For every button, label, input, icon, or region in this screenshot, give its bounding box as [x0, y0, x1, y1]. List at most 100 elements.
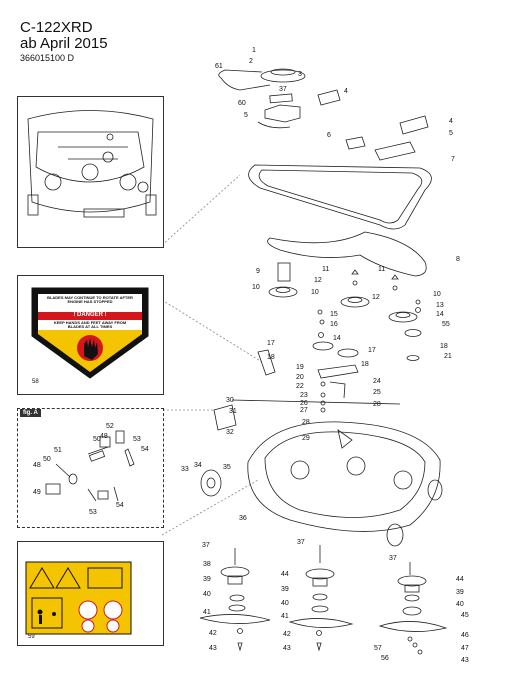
part-callout: 40: [456, 601, 464, 608]
decal-danger-text: ! DANGER !: [73, 312, 107, 318]
part-callout: 46: [461, 632, 469, 639]
part-callout: 23: [300, 392, 308, 399]
document-number: 366015100 D: [20, 53, 75, 63]
part-callout: 14: [333, 335, 341, 342]
part-callout: 18: [267, 354, 275, 361]
part-callout: 13: [436, 302, 444, 309]
part-callout: 39: [456, 589, 464, 596]
part-callout: 18: [440, 343, 448, 350]
pictogram-decal-inset: 59: [17, 541, 164, 646]
danger-sign-shape: [31, 287, 149, 379]
part-callout: 11: [322, 266, 330, 273]
part-callout: 55: [442, 321, 450, 328]
part-callout: 28: [302, 419, 310, 426]
part-callout: 52: [106, 423, 114, 430]
part-callout: 61: [215, 63, 223, 70]
part-callout: 20: [296, 374, 304, 381]
decal-58-ref: 58: [32, 379, 39, 385]
part-callout: 37: [297, 539, 305, 546]
part-callout: 15: [330, 311, 338, 318]
part-callout: 51: [54, 447, 62, 454]
part-callout: 53: [89, 509, 97, 516]
part-callout: 19: [296, 364, 304, 371]
part-callout: 12: [314, 277, 322, 284]
part-callout: 30: [226, 397, 234, 404]
part-callout: 57: [374, 645, 382, 652]
part-callout: 54: [116, 502, 124, 509]
part-callout: 33: [181, 466, 189, 473]
part-callout: 29: [302, 435, 310, 442]
part-callout: 43: [209, 645, 217, 652]
part-callout: 6: [327, 132, 331, 139]
part-callout: 12: [372, 294, 380, 301]
part-callout: 37: [389, 555, 397, 562]
part-callout: 39: [281, 586, 289, 593]
deck-underside-inset: [17, 96, 164, 248]
part-callout: 10: [252, 284, 260, 291]
part-callout: 28: [373, 401, 381, 408]
part-callout: 49: [33, 489, 41, 496]
part-callout: 3: [298, 71, 302, 78]
decal-warning-text: BLADES MAY CONTINUE TO ROTATE AFTER ENGI…: [47, 295, 133, 304]
part-callout: 56: [381, 655, 389, 662]
fig-a-inset: fig. A: [17, 408, 164, 528]
part-callout: 27: [300, 407, 308, 414]
part-callout: 50: [93, 436, 101, 443]
part-callout: 34: [194, 462, 202, 469]
fig-a-tag: fig. A: [20, 409, 41, 417]
danger-decal-inset: BLADES MAY CONTINUE TO ROTATE AFTER ENGI…: [17, 275, 164, 395]
part-callout: 32: [226, 429, 234, 436]
part-callout: 22: [296, 383, 304, 390]
part-callout: 21: [444, 353, 452, 360]
danger-sign: BLADES MAY CONTINUE TO ROTATE AFTER ENGI…: [28, 284, 152, 380]
part-callout: 11: [378, 266, 386, 273]
part-callout: 39: [203, 576, 211, 583]
part-callout: 60: [238, 100, 246, 107]
date-subtitle: ab April 2015: [20, 35, 108, 52]
part-callout: 44: [281, 571, 289, 578]
part-callout: 37: [279, 86, 287, 93]
part-callout: 14: [436, 311, 444, 318]
decal-keep-away-text: KEEP HANDS AND FEET AWAY FROM BLADES AT …: [53, 320, 127, 329]
part-callout: 7: [451, 156, 455, 163]
part-callout: 48: [33, 462, 41, 469]
part-callout: 40: [281, 600, 289, 607]
part-callout: 18: [361, 361, 369, 368]
part-callout: 4: [344, 88, 348, 95]
part-callout: 25: [373, 389, 381, 396]
fig-a-drawing: [45, 430, 135, 502]
part-callout: 44: [456, 576, 464, 583]
part-callout: 8: [456, 256, 460, 263]
decal-59-ref: 59: [28, 634, 35, 640]
part-callout: 10: [311, 289, 319, 296]
part-callout: 53: [133, 436, 141, 443]
part-callout: 38: [203, 561, 211, 568]
part-callout: 26: [300, 400, 308, 407]
part-callout: 9: [256, 268, 260, 275]
pictogram-decal: [25, 561, 132, 635]
part-callout: 41: [203, 609, 211, 616]
part-callout: 42: [209, 630, 217, 637]
part-callout: 48: [100, 433, 108, 440]
part-callout: 1: [252, 47, 256, 54]
part-callout: 10: [433, 291, 441, 298]
part-callout: 43: [283, 645, 291, 652]
part-callout: 16: [330, 321, 338, 328]
part-callout: 17: [368, 347, 376, 354]
part-callout: 45: [461, 612, 469, 619]
part-callout: 37: [202, 542, 210, 549]
model-title: C-122XRD: [20, 19, 93, 36]
part-callout: 2: [249, 58, 253, 65]
part-callout: 5: [244, 112, 248, 119]
deck-underside-drawing: [27, 110, 157, 218]
part-callout: 47: [461, 645, 469, 652]
part-callout: 24: [373, 378, 381, 385]
part-callout: 40: [203, 591, 211, 598]
part-callout: 54: [141, 446, 149, 453]
part-callout: 35: [223, 464, 231, 471]
part-callout: 43: [461, 657, 469, 664]
part-callout: 50: [43, 456, 51, 463]
part-callout: 4: [449, 118, 453, 125]
part-callout: 31: [229, 408, 237, 415]
